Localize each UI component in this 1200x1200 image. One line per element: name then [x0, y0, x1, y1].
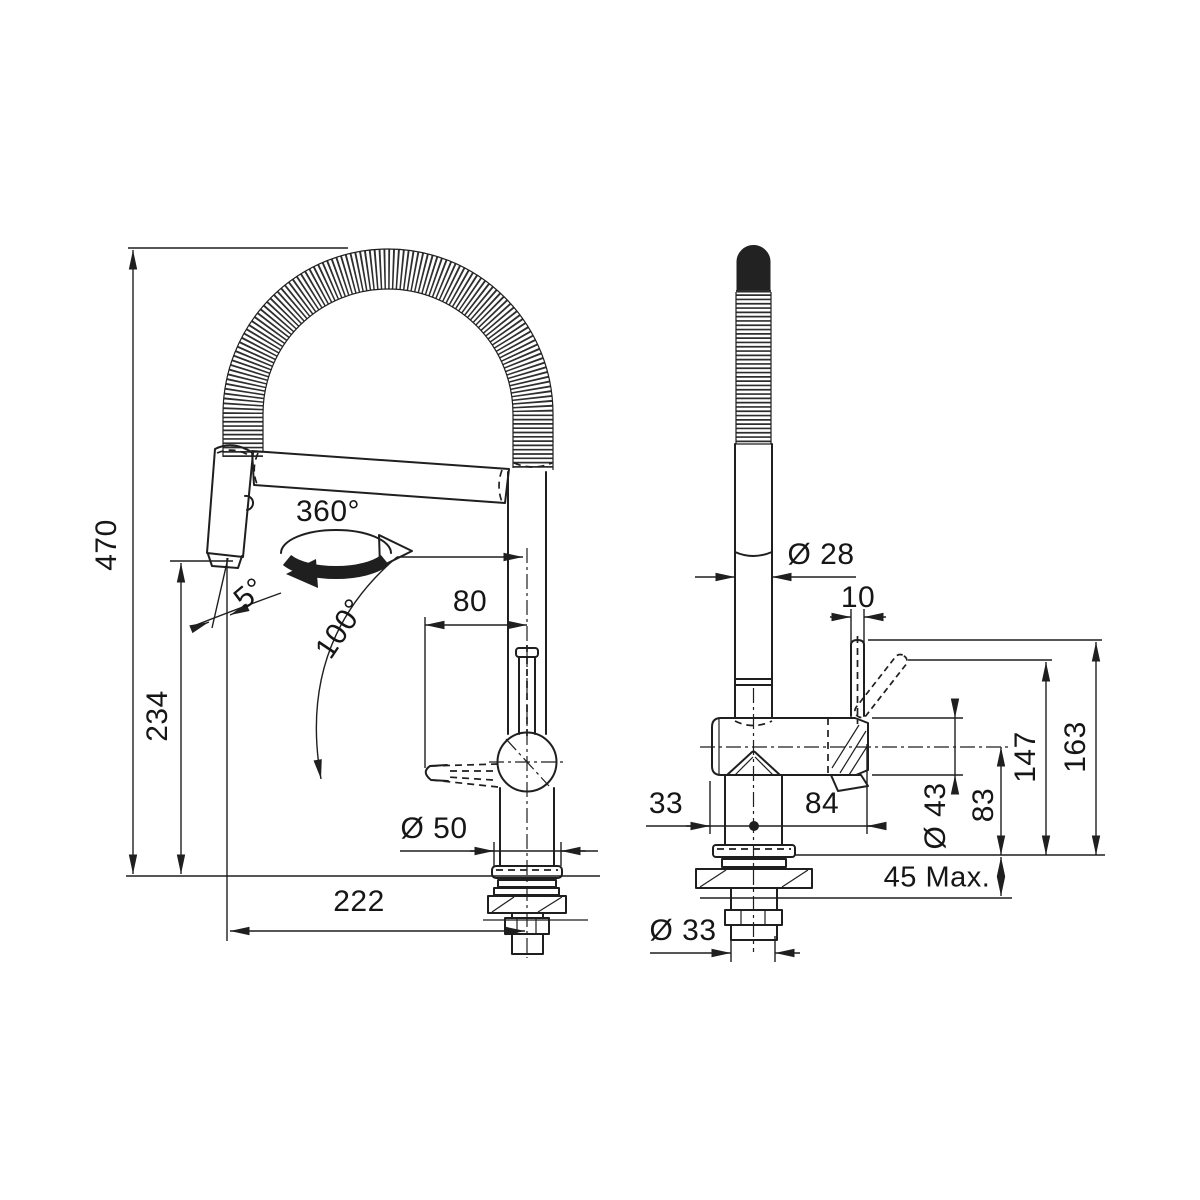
dim-shank-diameter: Ø 33 [649, 914, 717, 947]
dim-outlet-height: 234 [141, 690, 174, 742]
side-view-art [695, 245, 908, 941]
dim-body-center-height: 83 [967, 787, 1000, 823]
dim-column-diameter: Ø 28 [787, 538, 855, 571]
dim-lever-reach: 80 [452, 585, 488, 618]
annotation-swivel-360: 360° [295, 495, 361, 528]
dim-base-diameter: Ø 50 [400, 812, 468, 845]
dim-center-to-back: 33 [648, 787, 684, 820]
dim-handle-tilted-height: 147 [1009, 731, 1042, 783]
dim-handle-width: 10 [840, 581, 876, 614]
dim-total-height: 470 [90, 519, 123, 571]
dim-body-diameter: Ø 43 [919, 782, 952, 850]
dim-handle-top-height: 163 [1059, 721, 1092, 773]
dim-center-to-handle: 84 [804, 787, 840, 820]
dimension-lines [126, 247, 1105, 962]
dim-spout-reach: 222 [333, 885, 385, 918]
dim-max-counter-thickness: 45 Max. [883, 861, 991, 894]
